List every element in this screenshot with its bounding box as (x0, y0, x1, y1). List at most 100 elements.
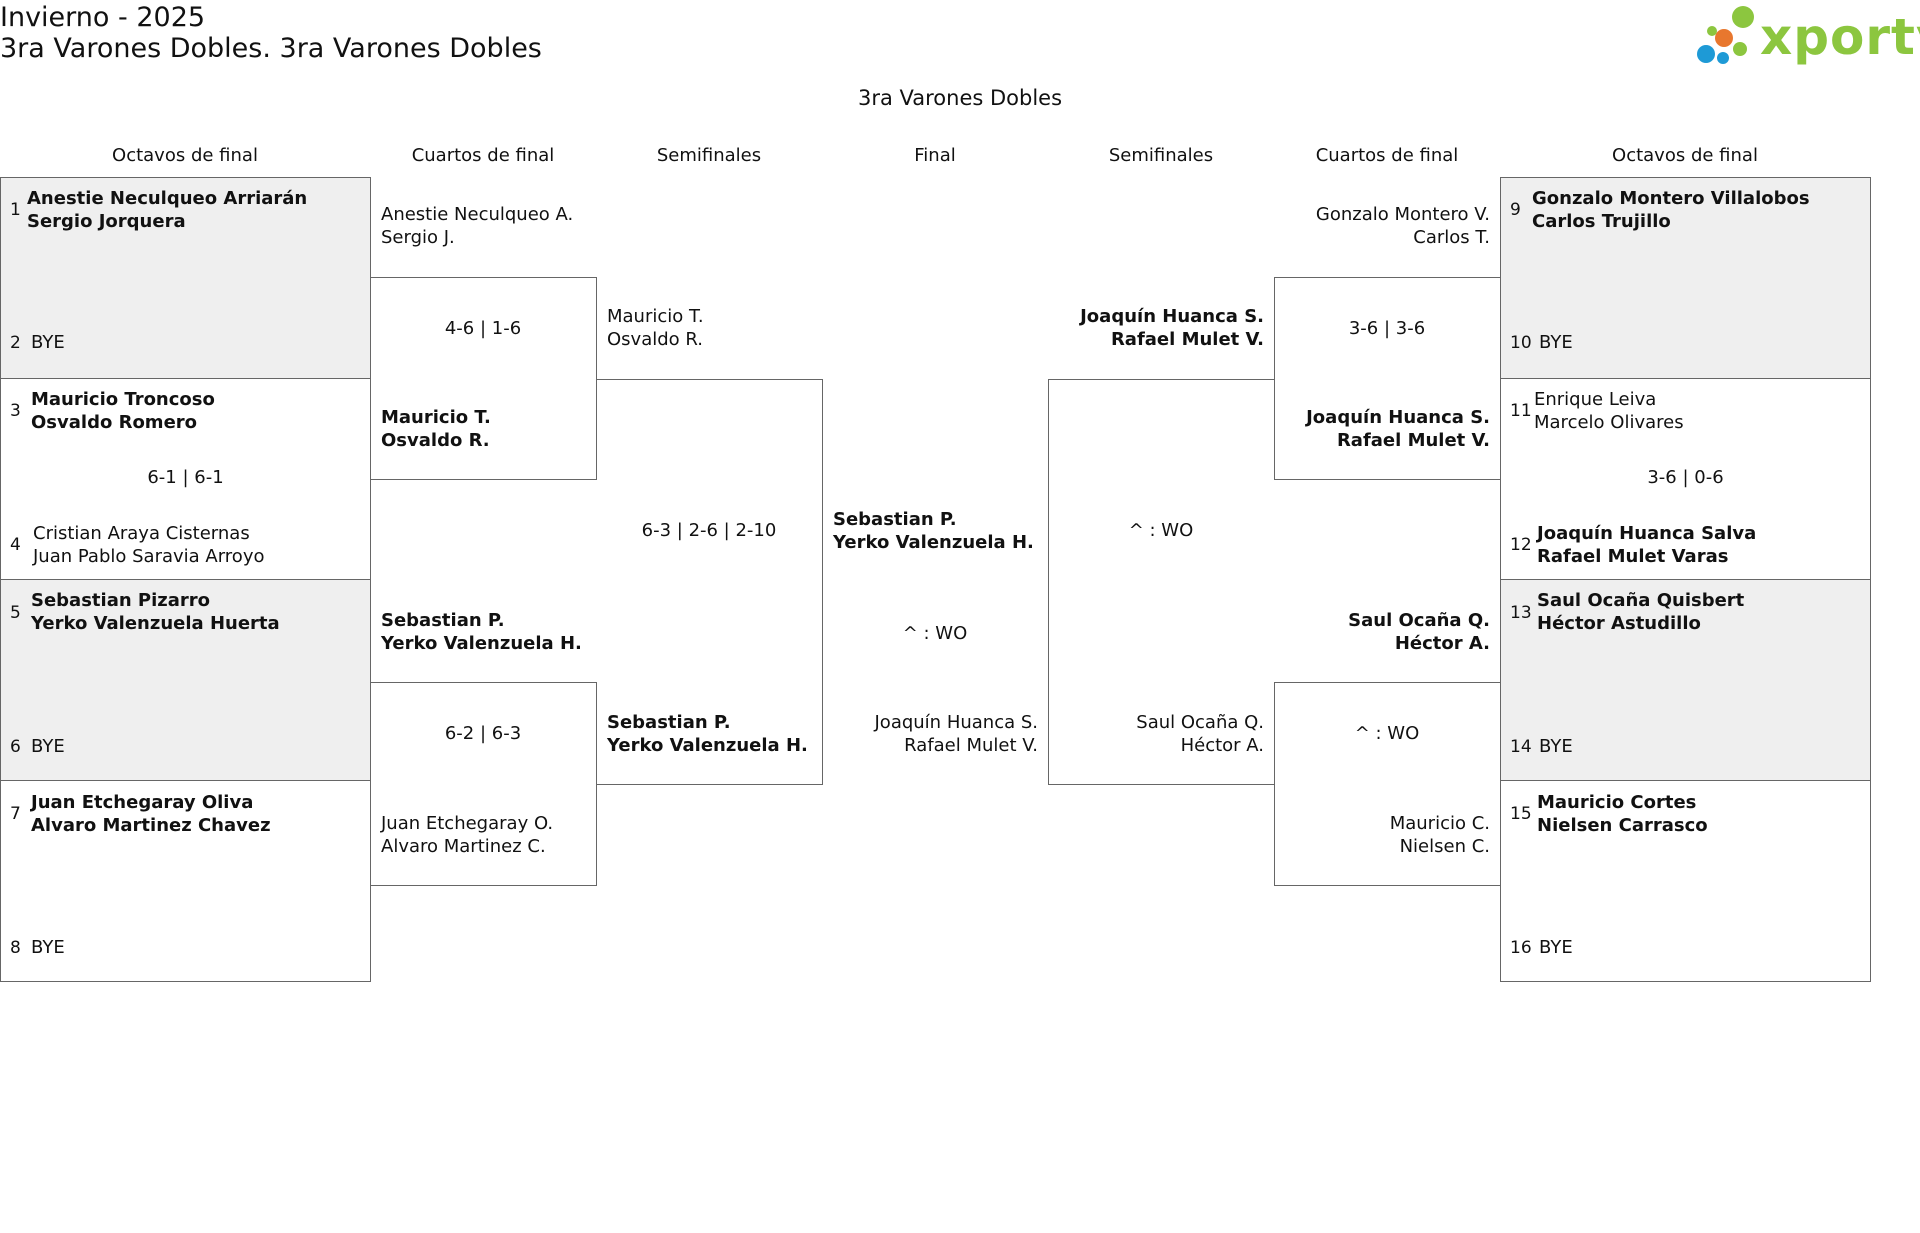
player-name: Anestie Neculqueo A. (381, 204, 574, 225)
seed-number: 9 (1510, 200, 1521, 220)
left-r16-match-4 (0, 780, 371, 982)
player-name: Mauricio Troncoso (31, 389, 215, 410)
player-name: Gonzalo Montero Villalobos (1532, 188, 1810, 209)
team-entry: BYE (31, 331, 65, 354)
team-entry: Mauricio C. Nielsen C. (1274, 812, 1490, 858)
left-r16-match-1 (0, 177, 371, 379)
team-entry: Mauricio Cortes Nielsen Carrasco (1537, 791, 1708, 837)
player-name: Joaquín Huanca S. (1306, 407, 1490, 428)
player-name: Joaquín Huanca S. (874, 712, 1039, 733)
team-entry: Mauricio T. Osvaldo R. (381, 406, 491, 452)
team-entry: Sebastian P. Yerko Valenzuela H. (833, 508, 1034, 554)
player-name: Marcelo Olivares (1534, 412, 1684, 433)
player-name: Mauricio T. (607, 306, 704, 327)
team-entry: Anestie Neculqueo A. Sergio J. (381, 203, 573, 249)
match-score: 3-6 | 3-6 (1348, 318, 1426, 339)
player-name: BYE (1539, 937, 1573, 958)
player-name: Mauricio C. (1389, 813, 1490, 834)
player-name: Sergio Jorquera (27, 211, 186, 232)
team-entry: Juan Etchegaray Oliva Alvaro Martinez Ch… (31, 791, 271, 837)
team-entry: Gonzalo Montero V. Carlos T. (1274, 203, 1490, 249)
colored-dots-icon (1697, 6, 1754, 64)
right-qf-match-1 (1274, 277, 1501, 480)
player-name: Yerko Valenzuela Huerta (31, 613, 280, 634)
player-name: Joaquín Huanca Salva (1537, 523, 1757, 544)
player-name: Sergio J. (381, 227, 455, 248)
player-name: Rafael Mulet V. (904, 735, 1038, 756)
logo-text: xporty (1760, 8, 1920, 66)
match-score: ^ : WO (1128, 520, 1194, 541)
team-entry: BYE (31, 936, 65, 959)
match-score: 3-6 | 0-6 (1647, 467, 1724, 488)
player-name: Rafael Mulet Varas (1537, 546, 1729, 567)
player-name: Alvaro Martinez Chavez (31, 815, 271, 836)
player-name: Juan Etchegaray O. (381, 813, 554, 834)
right-r16-match-3 (1500, 579, 1871, 781)
player-name: BYE (31, 937, 65, 958)
team-entry: Juan Etchegaray O. Alvaro Martinez C. (381, 812, 553, 858)
seed-number: 5 (10, 603, 21, 623)
seed-number: 11 (1510, 401, 1532, 421)
match-score: ^ : WO (1354, 723, 1420, 744)
player-name: Rafael Mulet V. (1336, 430, 1490, 451)
team-entry: Joaquín Huanca Salva Rafael Mulet Varas (1537, 522, 1756, 568)
match-score: ^ : WO (902, 623, 968, 644)
seed-number: 6 (10, 737, 21, 757)
team-entry: Gonzalo Montero Villalobos Carlos Trujil… (1532, 187, 1810, 233)
player-name: Saul Ocaña Q. (1136, 712, 1264, 733)
round-header-final: Final (914, 145, 956, 166)
team-entry: Anestie Neculqueo Arriarán Sergio Jorque… (27, 187, 307, 233)
player-name: Yerko Valenzuela H. (381, 633, 582, 654)
seed-number: 13 (1510, 603, 1532, 623)
player-name: Sebastian Pizarro (31, 590, 211, 611)
player-name: Rafael Mulet V. (1110, 329, 1264, 350)
player-name: Héctor Astudillo (1537, 613, 1701, 634)
seed-number: 10 (1510, 333, 1532, 353)
team-entry: BYE (1539, 735, 1573, 758)
left-r16-match-3 (0, 579, 371, 781)
team-entry: Mauricio T. Osvaldo R. (607, 305, 704, 351)
team-entry: Mauricio Troncoso Osvaldo Romero (31, 388, 215, 434)
team-entry: Saul Ocaña Q. Héctor A. (1048, 711, 1264, 757)
team-entry: Joaquín Huanca S. Rafael Mulet V. (822, 711, 1039, 757)
team-entry: Joaquín Huanca S. Rafael Mulet V. (1274, 406, 1490, 452)
player-name: BYE (31, 736, 65, 757)
match-score: 6-2 | 6-3 (444, 723, 522, 744)
left-qf-match-1 (370, 277, 597, 480)
player-name: Saul Ocaña Quisbert (1537, 590, 1745, 611)
player-name: BYE (1539, 736, 1573, 757)
player-name: Osvaldo R. (381, 430, 490, 451)
player-name: Carlos Trujillo (1532, 211, 1671, 232)
player-name: Alvaro Martinez C. (381, 836, 546, 857)
player-name: Nielsen Carrasco (1537, 815, 1708, 836)
player-name: Juan Etchegaray Oliva (31, 792, 254, 813)
seed-number: 1 (10, 200, 21, 220)
category-title: 3ra Varones Dobles. 3ra Varones Dobles (0, 33, 542, 64)
seed-number: 4 (10, 535, 21, 555)
player-name: Osvaldo Romero (31, 412, 198, 433)
right-r16-match-1 (1500, 177, 1871, 379)
player-name: Mauricio T. (381, 407, 491, 428)
player-name: Cristian Araya Cisternas (33, 523, 250, 544)
xporty-logo[interactable]: xporty (1693, 4, 1920, 74)
player-name: BYE (1539, 332, 1573, 353)
player-name: Osvaldo R. (607, 329, 703, 350)
team-entry: Enrique Leiva Marcelo Olivares (1534, 388, 1684, 434)
seed-number: 3 (10, 401, 21, 421)
player-name: Nielsen C. (1399, 836, 1490, 857)
seed-number: 16 (1510, 938, 1532, 958)
round-header-right-sf: Semifinales (1108, 145, 1214, 166)
season-title: Invierno - 2025 (0, 2, 206, 33)
player-name: Anestie Neculqueo Arriarán (27, 188, 308, 209)
round-header-left-r16: Octavos de final (112, 145, 258, 166)
player-name: Juan Pablo Saravia Arroyo (33, 546, 265, 567)
seed-number: 15 (1510, 804, 1532, 824)
round-header-right-qf: Cuartos de final (1315, 145, 1459, 166)
match-score: 4-6 | 1-6 (444, 318, 522, 339)
round-header-left-qf: Cuartos de final (411, 145, 555, 166)
player-name: Saul Ocaña Q. (1348, 610, 1490, 631)
player-name: Carlos T. (1413, 227, 1490, 248)
team-entry: BYE (1539, 936, 1573, 959)
seed-number: 7 (10, 804, 21, 824)
player-name: Joaquín Huanca S. (1080, 306, 1264, 327)
